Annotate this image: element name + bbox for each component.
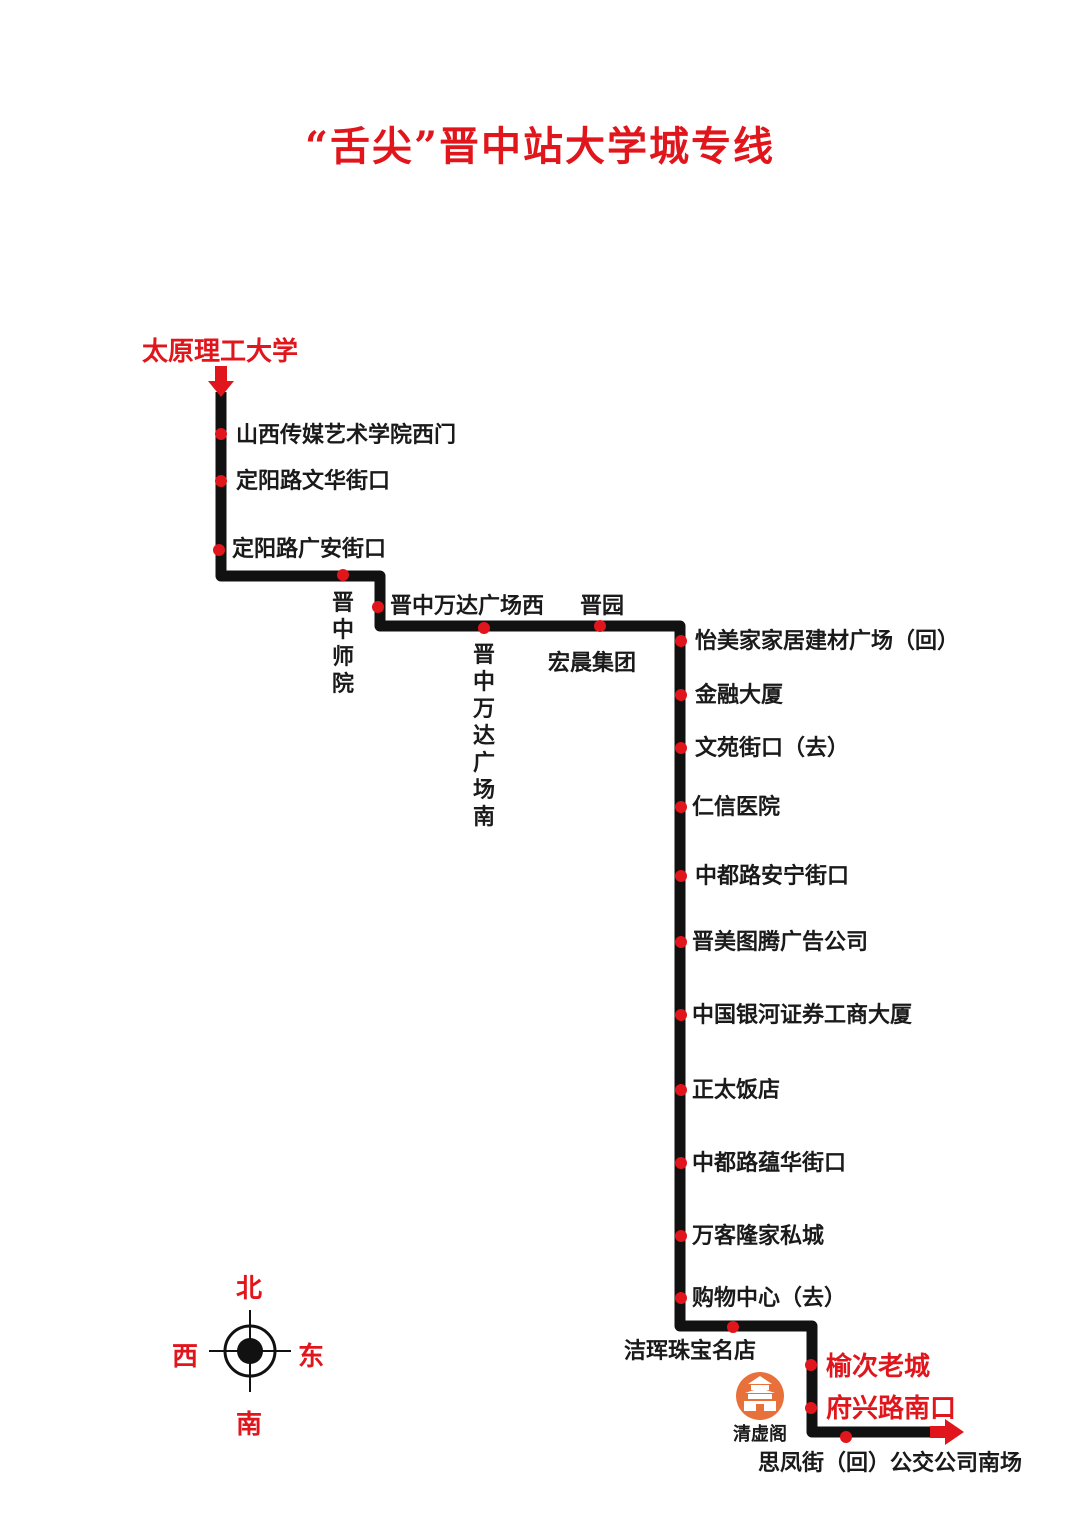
stop-dot [727,1321,739,1333]
stop-label-vertical: 晋中师院 [331,590,354,697]
stop-dot [478,622,490,634]
stop-dot [675,1009,687,1021]
stop-dot [675,742,687,754]
end-arrow-icon [930,1419,964,1445]
stop-label: 中国银河证券工商大厦 [692,1002,913,1028]
pagoda-icon [736,1372,784,1420]
stop-dot [675,1230,687,1242]
stop-label: 中都路蕴华街口 [692,1150,847,1176]
stop-label: 宏晨集团 [548,650,637,676]
stop-label: 文苑街口（去） [695,735,850,761]
terminal-start-label: 太原理工大学 [142,337,299,367]
stop-dot [675,635,687,647]
stop-dot [805,1402,817,1414]
stop-label-vertical: 晋中万达广场南 [472,642,495,830]
stop-label: 晋中万达广场西 [390,593,545,619]
stop-dot [675,936,687,948]
stop-label: 晋美图腾广告公司 [692,929,869,955]
stop-dot [675,1292,687,1304]
stop-dot [675,1157,687,1169]
stop-label: 思凤街（回）公交公司南场 [758,1450,1023,1476]
stop-label: 万客隆家私城 [692,1223,825,1249]
compass-west-label: 西 [172,1342,199,1372]
stop-label: 仁信医院 [692,794,781,820]
compass-icon [209,1310,291,1392]
stop-label: 定阳路文华街口 [236,468,391,494]
page-title: “舌尖”晋中站大学城专线 [304,123,775,170]
stop-label: 购物中心（去） [692,1285,847,1311]
stop-dot [840,1431,852,1443]
stop-dot [337,569,349,581]
stop-dot [675,1084,687,1096]
stop-dot [215,428,227,440]
stop-label: 山西传媒艺术学院西门 [236,422,457,448]
landmark-label: 清虚阁 [733,1424,787,1445]
stop-dot [675,689,687,701]
stop-label: 定阳路广安街口 [232,536,387,562]
stop-label: 晋园 [580,593,625,619]
stop-dot [215,475,227,487]
stop-label-highlight: 榆次老城 [826,1352,931,1382]
compass-north-label: 北 [236,1274,263,1304]
compass-south-label: 南 [236,1410,263,1440]
stop-dot [675,870,687,882]
stop-dot [805,1359,817,1371]
stop-label: 怡美家家居建材广场（回） [695,628,960,654]
stop-label: 正太饭店 [692,1077,781,1103]
compass-east-label: 东 [298,1342,325,1372]
stop-dot [594,620,606,632]
route-line [215,392,942,1438]
terminal-end-label: 府兴路南口 [826,1394,957,1424]
stop-label: 金融大厦 [695,682,784,708]
start-arrow-icon [208,366,234,397]
stop-dot [213,544,225,556]
stop-dot [675,801,687,813]
stop-label: 中都路安宁街口 [695,863,850,889]
stop-label: 洁珲珠宝名店 [624,1338,757,1364]
stop-dot [372,601,384,613]
